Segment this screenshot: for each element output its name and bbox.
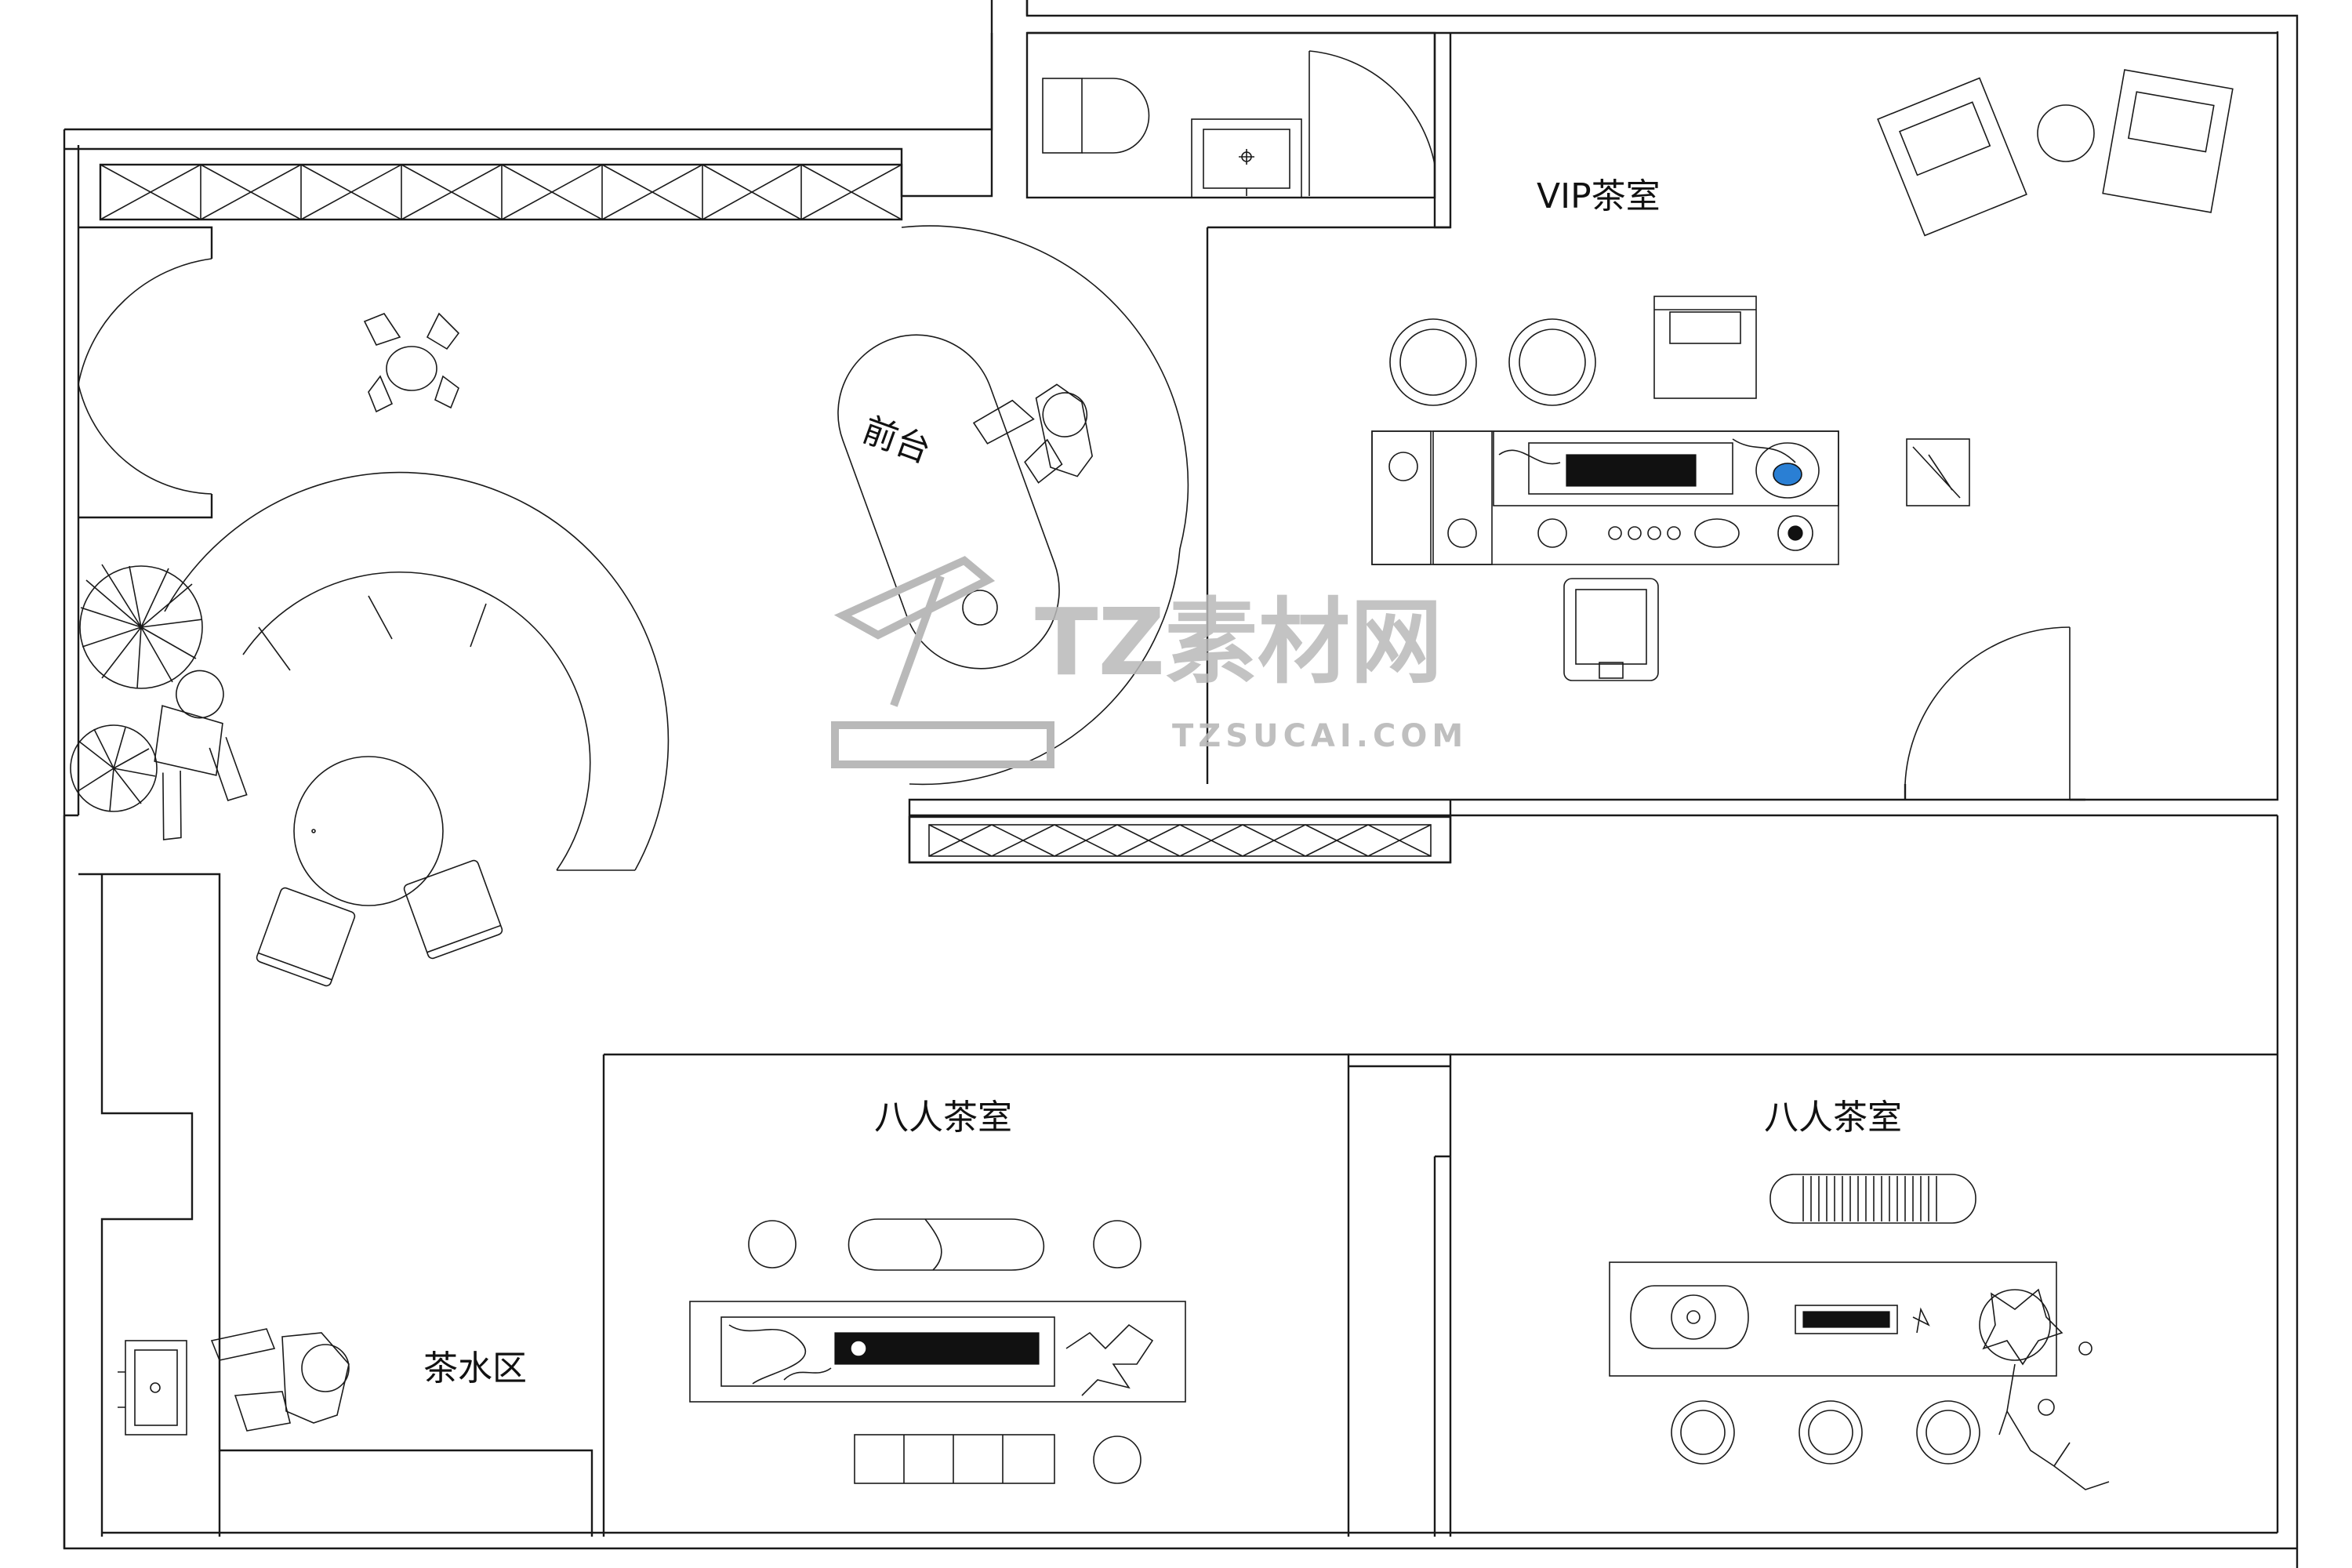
- sink-icon: [1191, 118, 1302, 198]
- display-cabinet-top: [99, 163, 903, 221]
- watermark: TZ素材网 TZSUCAI.COM: [831, 556, 1468, 768]
- plant-icon: [70, 724, 158, 812]
- armchair-icon: [256, 887, 356, 987]
- tea-table-icon: [1371, 430, 1839, 565]
- person-icon: [210, 1328, 350, 1432]
- plant-icon: [1979, 1288, 2110, 1490]
- reception-desk: [837, 225, 1189, 786]
- tea-table-icon: [1609, 1261, 2057, 1377]
- washroom: [1025, 31, 1452, 784]
- outer-walls: [63, 0, 2299, 1568]
- watermark-brand: TZ素材网: [1035, 588, 1443, 696]
- lower-walls: [78, 873, 2278, 1537]
- armchair-icon: [1563, 578, 1659, 681]
- person-icon: [154, 670, 248, 840]
- toilet-icon: [1042, 78, 1150, 154]
- armchair-icon: [1877, 77, 2027, 237]
- armchair-icon: [2102, 69, 2234, 213]
- room-label-vip: VIP茶室: [1537, 176, 1661, 216]
- display-cabinet-middle: [908, 815, 1452, 864]
- vip-room: [1371, 69, 2234, 801]
- eight-room-left: [689, 1218, 1186, 1484]
- tea-table-icon: [689, 1301, 1186, 1403]
- round-stool-icon: [1906, 438, 1970, 506]
- entrance-door-icon: [78, 226, 213, 519]
- round-stool-icon: [2037, 104, 2095, 162]
- room-label-reception: 前台: [858, 410, 936, 471]
- sink-icon: [118, 1340, 187, 1436]
- armchair-icon: [1653, 296, 1757, 399]
- door-swing-icon: [1308, 50, 1436, 196]
- door-swing-icon: [1904, 626, 2085, 801]
- room-label-tea-water: 茶水区: [423, 1348, 527, 1388]
- watermark-logo-icon: [831, 556, 1054, 768]
- person-icon: [363, 312, 460, 413]
- plant-icon: [79, 564, 203, 689]
- room-label-eight-left: 八人茶室: [874, 1098, 1012, 1138]
- watermark-site: TZSUCAI.COM: [1172, 718, 1468, 754]
- armchair-icon: [403, 859, 503, 960]
- curved-sofa: [164, 471, 670, 906]
- eight-room-right: [1609, 1174, 2110, 1490]
- room-label-eight-right: 八人茶室: [1764, 1098, 1902, 1138]
- person-icon: [972, 383, 1093, 484]
